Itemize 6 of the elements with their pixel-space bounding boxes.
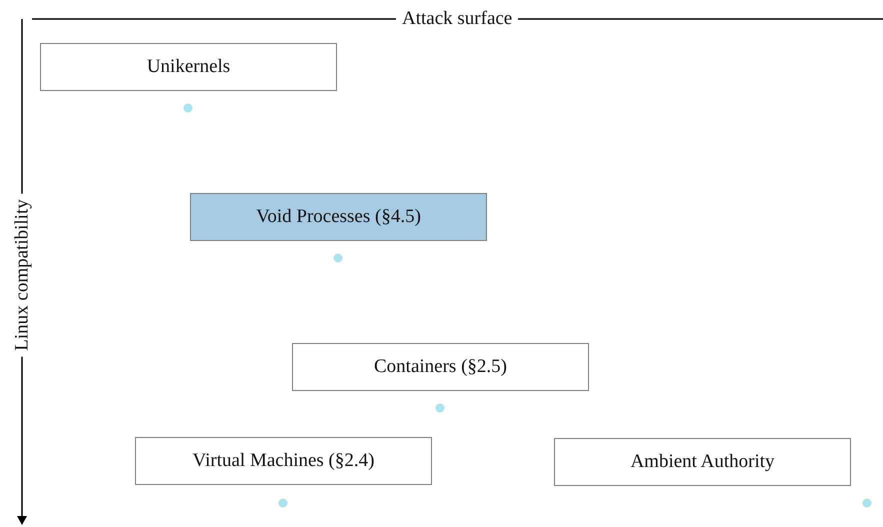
category-box: Virtual Machines (§2.4): [135, 437, 432, 485]
axis-label: Linux compatibility: [11, 193, 34, 357]
category-box: Void Processes (§4.5): [190, 193, 487, 241]
category-box: Unikernels: [40, 43, 337, 91]
category-box: Containers (§2.5): [292, 343, 589, 391]
category-box: Ambient Authority: [554, 438, 851, 486]
